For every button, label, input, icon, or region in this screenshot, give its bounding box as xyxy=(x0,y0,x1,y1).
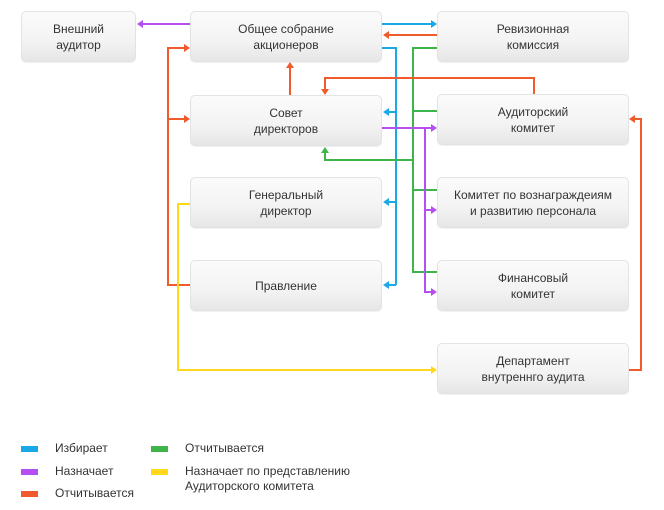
arrowhead-icon xyxy=(184,44,190,52)
node-audit-committee[interactable]: Аудиторский комитет xyxy=(437,94,629,145)
legend-swatch-blue xyxy=(21,446,38,452)
legend-label: Назначает по представлению Аудиторского … xyxy=(185,464,351,493)
node-board-of-directors[interactable]: Совет директоров xyxy=(190,95,382,146)
node-shareholders-meeting[interactable]: Общее собрание акционеров xyxy=(190,11,382,62)
edge-reports-green-to-board xyxy=(324,151,413,161)
arrowhead-icon xyxy=(321,89,329,95)
arrowhead-icon xyxy=(431,288,437,296)
node-management-board[interactable]: Правление xyxy=(190,260,382,311)
node-external-auditor[interactable]: Внешний аудитор xyxy=(21,11,136,62)
edge-reports-internal-audit-to-audit-committee xyxy=(629,118,642,371)
node-internal-audit-department[interactable]: Департамент внутреннго аудита xyxy=(437,343,629,394)
arrowhead-icon xyxy=(383,31,389,39)
legend-label: Отчитывается xyxy=(185,441,264,455)
node-general-director[interactable]: Генеральный директор xyxy=(190,177,382,228)
node-finance-committee[interactable]: Финансовый комитет xyxy=(437,260,629,311)
legend-swatch-green xyxy=(151,446,168,452)
legend-swatch-orange xyxy=(21,491,38,497)
legend-label: Назначает xyxy=(55,464,114,478)
arrowhead-icon xyxy=(286,62,294,68)
arrowhead-icon xyxy=(431,20,437,28)
legend-swatch-yellow xyxy=(151,469,168,475)
edge-appoints-internal-audit xyxy=(177,203,431,371)
arrowhead-icon xyxy=(431,366,437,374)
arrowhead-icon xyxy=(184,115,190,123)
edge-reports-audit-to-board xyxy=(324,77,535,94)
node-revision-commission[interactable]: Ревизионная комиссия xyxy=(437,11,629,62)
arrowhead-icon xyxy=(383,281,389,289)
edge-appoints-trunk xyxy=(424,128,431,293)
legend-label: Избирает xyxy=(55,441,108,455)
node-remuneration-committee[interactable]: Комитет по вознаграждеиям и развитию пер… xyxy=(437,177,629,228)
arrowhead-icon xyxy=(431,124,437,132)
legend-item-reports-green: Отчитывается xyxy=(151,441,264,456)
arrowhead-icon xyxy=(321,147,329,153)
edge-elects-trunk xyxy=(382,47,397,285)
legend-item-appoints: Назначает xyxy=(21,464,113,479)
arrowhead-icon xyxy=(629,115,635,123)
legend-swatch-purple xyxy=(21,469,38,475)
arrowhead-icon xyxy=(383,108,389,116)
legend-item-elects: Избирает xyxy=(21,441,108,456)
legend-item-appoints-by-recommendation: Назначает по представлению Аудиторского … xyxy=(151,464,350,494)
arrowhead-icon xyxy=(137,20,143,28)
arrowhead-icon xyxy=(431,206,437,214)
legend-item-reports-orange: Отчитывается xyxy=(21,486,134,501)
legend-label: Отчитывается xyxy=(55,486,134,500)
arrowhead-icon xyxy=(383,198,389,206)
